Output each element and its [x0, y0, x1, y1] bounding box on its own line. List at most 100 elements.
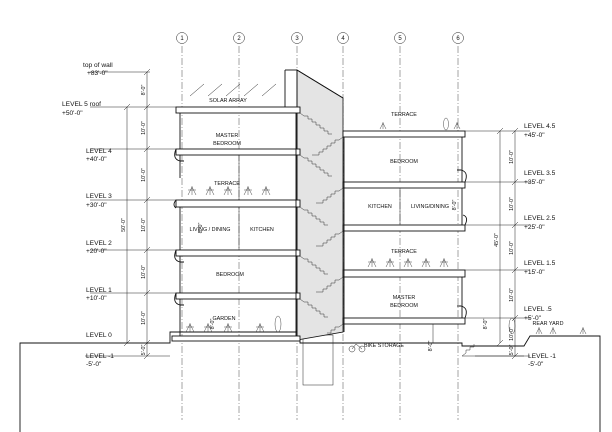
right-tower-slabs [342, 130, 466, 325]
room-terrace-top: TERRACE [391, 112, 417, 118]
svg-text:+40'-0": +40'-0" [86, 156, 107, 163]
left-dimension-string [123, 68, 151, 360]
right-dimension-string [496, 127, 519, 360]
left-dim-6: 10'-0" [141, 311, 147, 325]
left-dim-4: 10'-0" [141, 218, 147, 232]
svg-text:LEVEL 0: LEVEL 0 [86, 332, 112, 339]
svg-text:-5'-0": -5'-0" [86, 361, 102, 368]
terrace-plants-right-mid [367, 258, 449, 268]
room-bedroom-right: BEDROOM [390, 159, 418, 165]
svg-text:+45'-0": +45'-0" [524, 132, 545, 139]
svg-text:top of wall: top of wall [83, 62, 113, 69]
room-kitchen-left: KITCHEN [250, 227, 274, 233]
grid-bubble-2: 2 [233, 32, 245, 44]
level-label-level-4-5: LEVEL 4.5 +45'-0" [524, 123, 556, 139]
room-master-bedroom-left-line1: MASTER [216, 133, 239, 139]
room-bedroom-left: BEDROOM [216, 272, 244, 278]
svg-text:2: 2 [237, 36, 241, 42]
svg-text:+15'-0": +15'-0" [524, 269, 545, 276]
right-dim-2: 10'-0" [509, 197, 515, 211]
svg-text:+25'-0": +25'-0" [524, 224, 545, 231]
left-dim-3: 10'-0" [141, 168, 147, 182]
right-balconies [457, 169, 468, 319]
svg-text:+20'-0": +20'-0" [86, 248, 107, 255]
right-dim-5: 10'-0" [509, 327, 515, 341]
bike-icon [348, 343, 366, 353]
left-dim-total: 50'-0" [121, 218, 127, 232]
left-level-lines [90, 71, 176, 344]
level-label-level-1: LEVEL 1 +10'-0" [86, 287, 112, 302]
left-dim-5: 10'-0" [141, 265, 147, 279]
room-master-bedroom-right-line1: MASTER [393, 295, 416, 301]
svg-text:LEVEL 2.5: LEVEL 2.5 [524, 215, 556, 222]
svg-text:+30'-0": +30'-0" [86, 202, 107, 209]
svg-text:LEVEL 5 roof: LEVEL 5 roof [62, 101, 101, 108]
svg-text:LEVEL 1.5: LEVEL 1.5 [524, 260, 556, 267]
terrace-plants-level3 [187, 186, 271, 196]
svg-text:LEVEL -1: LEVEL -1 [528, 353, 556, 360]
level-label-level-5-roof: LEVEL 5 roof +50'-0" [62, 101, 101, 117]
right-dim-3: 10'-0" [509, 241, 515, 255]
grid-bubble-4: 4 [337, 32, 349, 44]
level-label-level-2-5: LEVEL 2.5 +25'-0" [524, 215, 556, 231]
svg-text:+35'-0": +35'-0" [524, 179, 545, 186]
ceiling-dim-2: 8'-0" [210, 319, 216, 330]
svg-text:+10'-0": +10'-0" [86, 295, 107, 302]
svg-text:LEVEL -1: LEVEL -1 [86, 353, 114, 360]
ceiling-dim-3: 8'-0" [428, 341, 434, 352]
svg-text:LEVEL 2: LEVEL 2 [86, 240, 112, 247]
grid-bubble-1: 1 [176, 32, 188, 44]
room-bike-storage: BIKE STORAGE [364, 343, 404, 349]
svg-text:+5'-0": +5'-0" [524, 315, 542, 322]
right-level-lines [465, 130, 530, 357]
svg-text:-5'-0": -5'-0" [528, 361, 544, 368]
svg-text:LEVEL .5: LEVEL .5 [524, 306, 552, 313]
solar-array-panels [189, 83, 277, 97]
right-dim-4: 10'-0" [509, 288, 515, 302]
svg-text:+50'-0": +50'-0" [62, 110, 83, 117]
level-label-level-minus1-left: LEVEL -1 -5'-0" [86, 353, 114, 368]
level-label-level-4: LEVEL 4 +40'-0" [86, 148, 112, 163]
level-label-level-2: LEVEL 2 +20'-0" [86, 240, 112, 255]
room-terrace-mid: TERRACE [391, 249, 417, 255]
level-label-level-3: LEVEL 3 +30'-0" [86, 193, 112, 209]
room-kitchen-right: KITCHEN [368, 204, 392, 210]
room-living-dining-left: LIVING / DINING [189, 227, 230, 233]
level-label-level-minus1-right: LEVEL -1 -5'-0" [528, 353, 556, 368]
svg-text:4: 4 [341, 36, 345, 42]
right-dim-6: 5'-0" [509, 345, 515, 356]
level-label-level-3-5: LEVEL 3.5 +35'-0" [524, 170, 556, 186]
right-dim-1: 10'-0" [509, 150, 515, 164]
left-dim-1: 8'-0" [141, 85, 147, 96]
svg-text:LEVEL 4: LEVEL 4 [86, 148, 112, 155]
left-dim-2: 10'-0" [141, 121, 147, 135]
room-living-dining-right: LIVING/DINING [411, 204, 449, 210]
svg-text:LEVEL 1: LEVEL 1 [86, 287, 112, 294]
room-master-bedroom-left-line2: BEDROOM [213, 141, 241, 147]
svg-text:LEVEL 3.5: LEVEL 3.5 [524, 170, 556, 177]
garden-plants [185, 315, 282, 333]
grid-bubble-6: 6 [452, 32, 464, 44]
core-stairs [299, 112, 344, 334]
svg-text:LEVEL 4.5: LEVEL 4.5 [524, 123, 556, 130]
ceiling-dim-5: 8'-0" [483, 319, 489, 330]
room-master-bedroom-right-line2: BEDROOM [390, 303, 418, 309]
svg-text:6: 6 [456, 36, 460, 42]
ceiling-dim-4: 8'-0" [452, 200, 458, 211]
svg-text:LEVEL 3: LEVEL 3 [86, 193, 112, 200]
level-label-level-0: LEVEL 0 [86, 332, 112, 339]
svg-text:1: 1 [180, 36, 184, 42]
left-dim-7: 5'-0" [141, 345, 147, 356]
level-label-level-0-5: LEVEL .5 +5'-0" [524, 306, 552, 322]
svg-text:3: 3 [295, 36, 299, 42]
rear-yard-steps [461, 344, 475, 357]
left-balconies [173, 148, 184, 306]
level-label-level-1-5: LEVEL 1.5 +15'-0" [524, 260, 556, 276]
svg-text:+83'-0": +83'-0" [87, 70, 108, 77]
svg-text:5: 5 [398, 36, 402, 42]
grid-bubble-5: 5 [394, 32, 406, 44]
core-pit [302, 334, 334, 386]
terrace-plants-right-top [379, 117, 461, 131]
left-tower-slabs [171, 106, 301, 342]
